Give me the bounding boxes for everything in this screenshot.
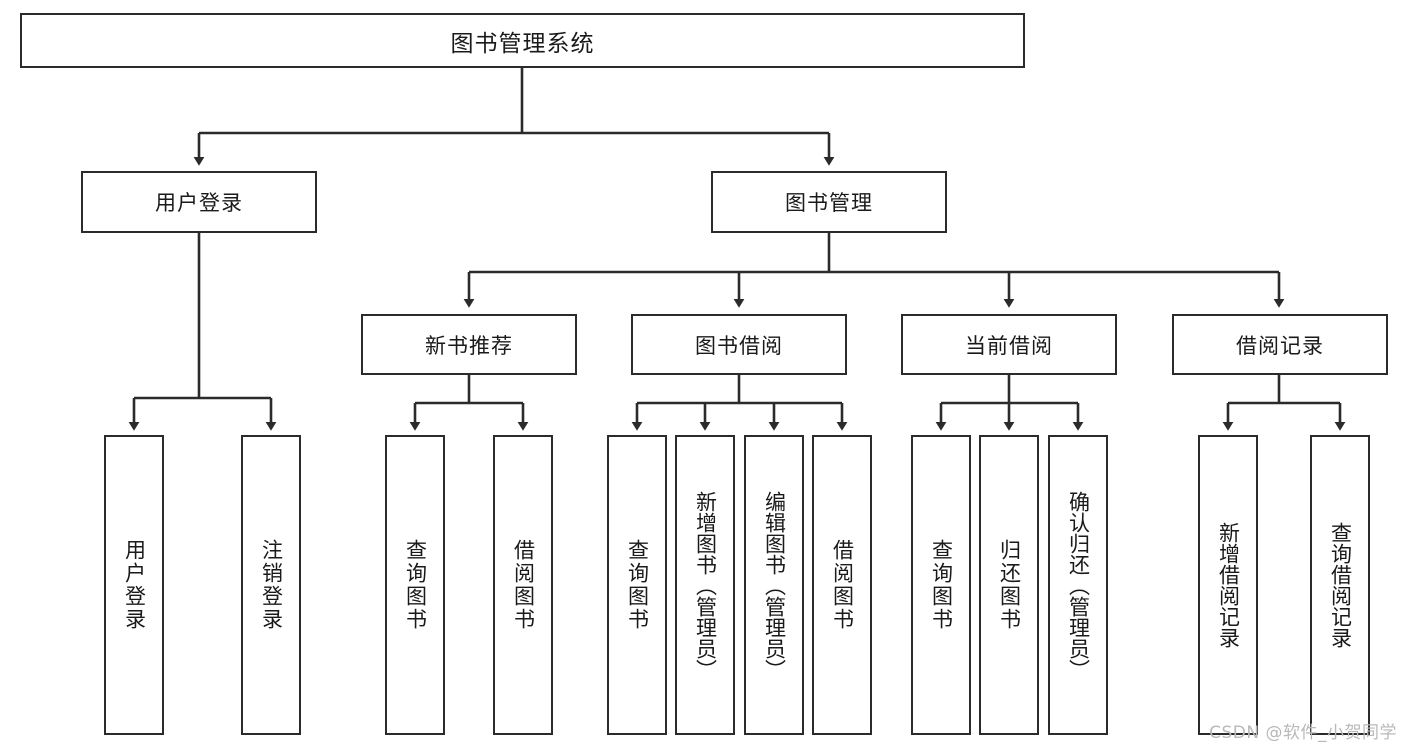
node-label: 借阅记录 bbox=[1236, 333, 1324, 358]
leaf-current-borrow-query-book[interactable]: 查询图书 bbox=[911, 435, 971, 735]
csdn-watermark: CSDN @软件_小贺同学 bbox=[1209, 723, 1397, 743]
leaf-new-book-borrow-book[interactable]: 借阅图书 bbox=[493, 435, 553, 735]
node-current-borrow[interactable]: 当前借阅 bbox=[901, 314, 1117, 375]
leaf-label: 新增借阅记录 bbox=[1216, 522, 1241, 648]
leaf-user-login-login[interactable]: 用户登录 bbox=[104, 435, 164, 735]
node-book-borrow[interactable]: 图书借阅 bbox=[631, 314, 847, 375]
leaf-borrow-record-query-record[interactable]: 查询借阅记录 bbox=[1310, 435, 1370, 735]
leaf-book-borrow-edit-book-admin[interactable]: 编辑图书（管理员） bbox=[744, 435, 804, 735]
node-book-management[interactable]: 图书管理 bbox=[711, 171, 947, 233]
leaf-label: 借阅图书 bbox=[830, 539, 855, 631]
leaf-label: 查询图书 bbox=[403, 539, 428, 631]
node-label: 图书管理 bbox=[785, 191, 873, 215]
leaf-label: 归还图书 bbox=[997, 539, 1022, 631]
node-label: 用户登录 bbox=[155, 191, 243, 215]
leaf-label: 查询图书 bbox=[929, 539, 954, 631]
leaf-label: 查询借阅记录 bbox=[1328, 522, 1353, 648]
leaf-current-borrow-confirm-return-admin[interactable]: 确认归还（管理员） bbox=[1048, 435, 1108, 735]
leaf-borrow-record-add-record[interactable]: 新增借阅记录 bbox=[1198, 435, 1258, 735]
leaf-label: 借阅图书 bbox=[511, 539, 536, 631]
leaf-current-borrow-return-book[interactable]: 归还图书 bbox=[979, 435, 1039, 735]
node-label: 当前借阅 bbox=[965, 333, 1053, 358]
node-root-book-management-system[interactable]: 图书管理系统 bbox=[20, 13, 1025, 68]
leaf-label: 编辑图书（管理员） bbox=[762, 490, 787, 680]
leaf-book-borrow-query-book[interactable]: 查询图书 bbox=[607, 435, 667, 735]
leaf-label: 注销登录 bbox=[259, 539, 284, 631]
node-user-login[interactable]: 用户登录 bbox=[81, 171, 317, 233]
node-borrow-record[interactable]: 借阅记录 bbox=[1172, 314, 1388, 375]
node-label: 图书借阅 bbox=[695, 333, 783, 358]
leaf-user-login-logout[interactable]: 注销登录 bbox=[241, 435, 301, 735]
leaf-label: 新增图书（管理员） bbox=[693, 490, 718, 680]
leaf-book-borrow-add-book-admin[interactable]: 新增图书（管理员） bbox=[675, 435, 735, 735]
node-label: 图书管理系统 bbox=[450, 30, 595, 57]
leaf-label: 用户登录 bbox=[122, 539, 147, 631]
leaf-label: 查询图书 bbox=[625, 539, 650, 631]
leaf-new-book-query-book[interactable]: 查询图书 bbox=[385, 435, 445, 735]
node-new-book-recommendation[interactable]: 新书推荐 bbox=[361, 314, 577, 375]
leaf-label: 确认归还（管理员） bbox=[1066, 490, 1091, 680]
node-label: 新书推荐 bbox=[425, 333, 513, 358]
leaf-book-borrow-borrow-book[interactable]: 借阅图书 bbox=[812, 435, 872, 735]
